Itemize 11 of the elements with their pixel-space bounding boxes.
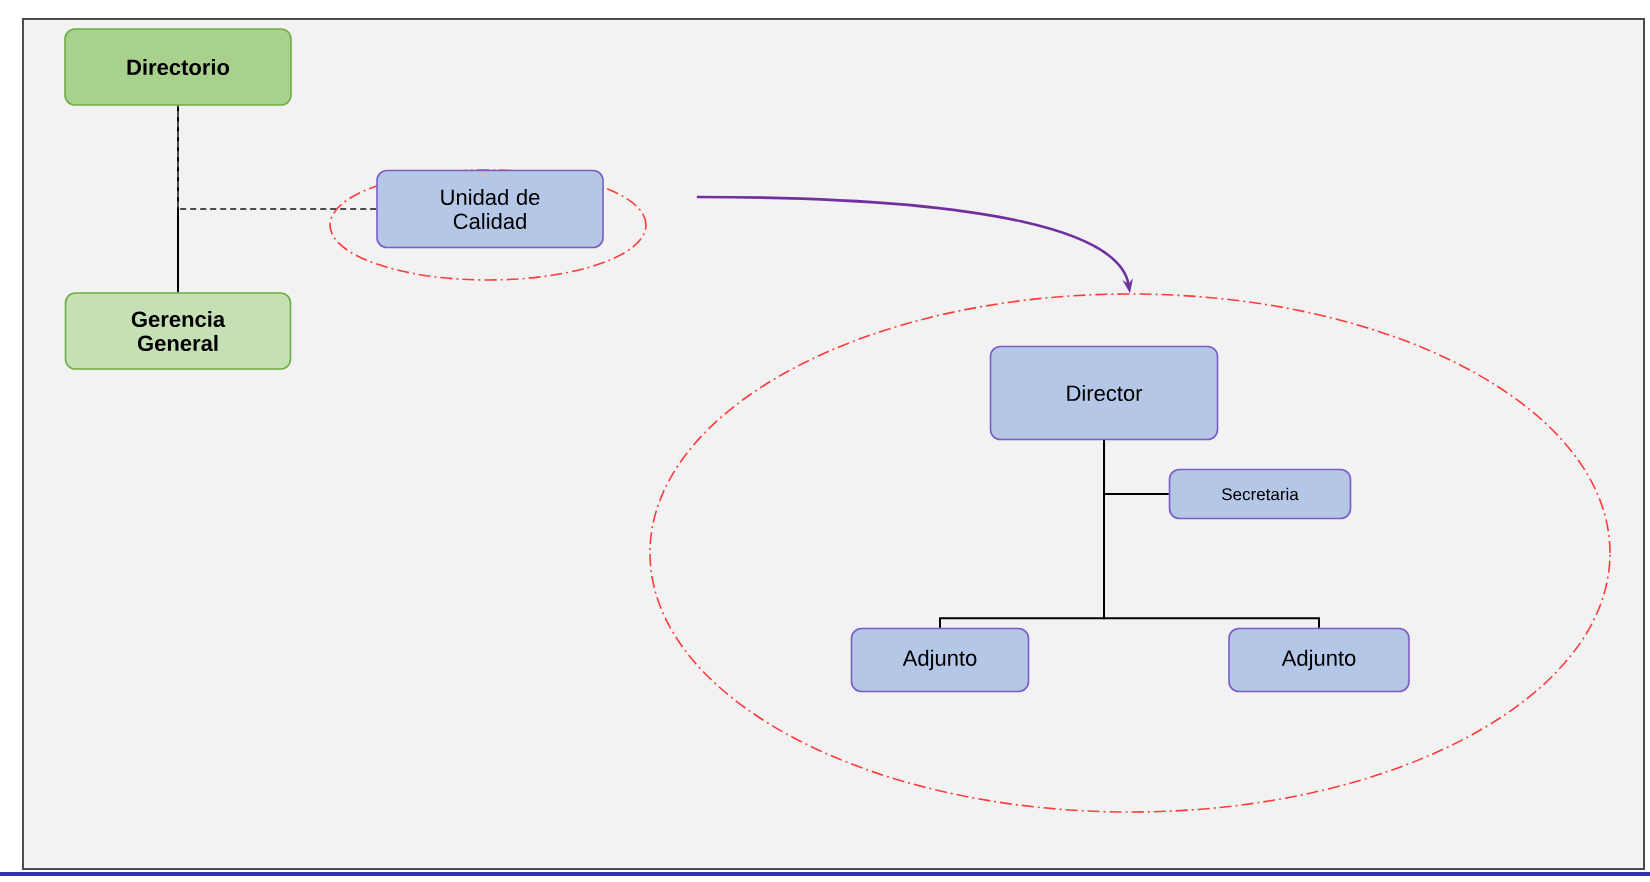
org-box: Adjunto <box>850 627 1030 693</box>
connector-line <box>177 104 378 210</box>
highlight-ellipse <box>649 293 1611 813</box>
org-box: Unidad de Calidad <box>376 169 604 249</box>
org-box: Director <box>989 345 1219 441</box>
org-box: Adjunto <box>1228 627 1410 693</box>
org-box: Secretaria <box>1168 468 1352 520</box>
org-box: Gerencia General <box>64 292 292 370</box>
org-box: Directorio <box>64 28 292 106</box>
connector-line <box>177 104 179 294</box>
connector-line <box>1103 439 1320 629</box>
